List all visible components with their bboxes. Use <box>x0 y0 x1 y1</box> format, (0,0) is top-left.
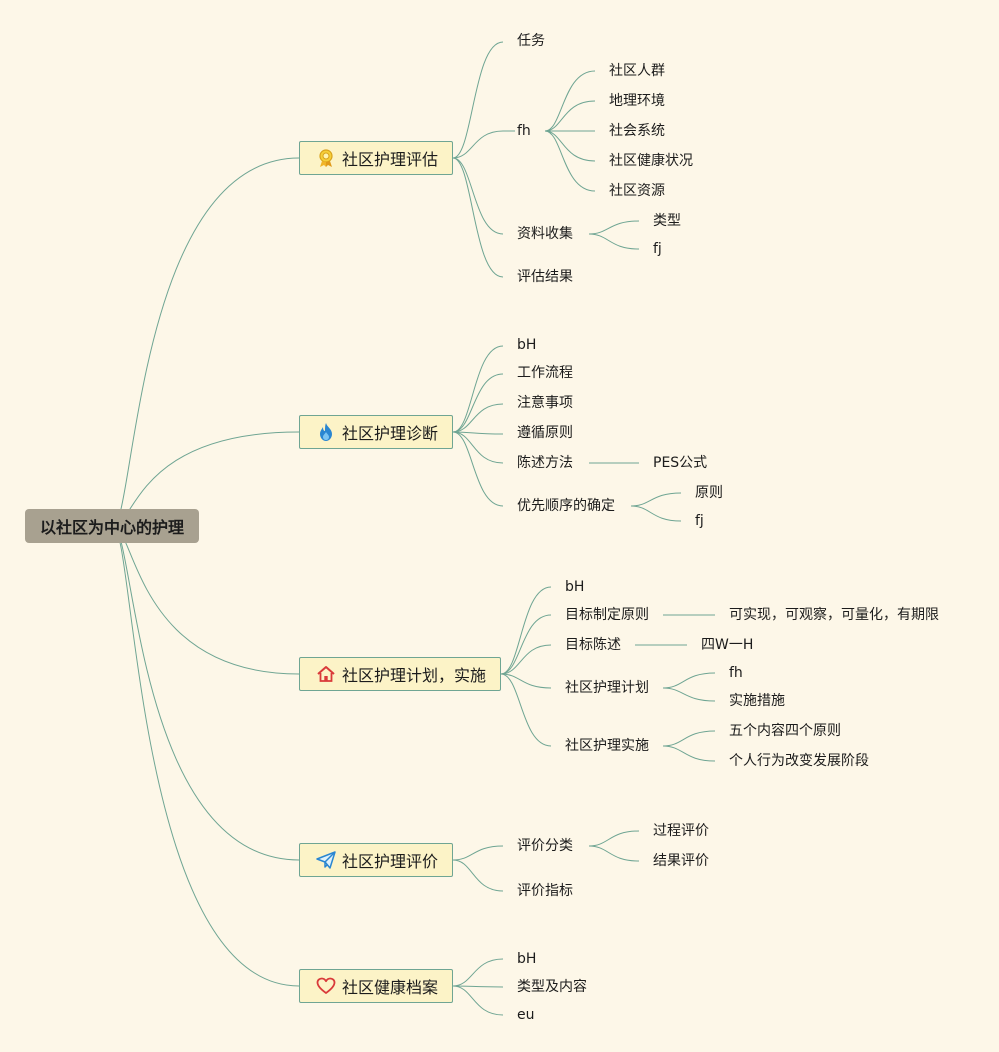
connector-line <box>662 687 716 702</box>
leaf-topic[interactable]: 过程评价 <box>653 823 709 839</box>
leaf-topic[interactable]: 社区健康状况 <box>609 153 693 169</box>
connector-line <box>588 220 640 235</box>
leaf-topic[interactable]: fh <box>729 665 743 681</box>
connector-line <box>630 505 682 522</box>
subtopic[interactable]: bH <box>517 337 537 353</box>
connector-line <box>588 830 640 847</box>
connector-line <box>630 492 682 507</box>
connector-line <box>452 958 504 987</box>
leaf-topic[interactable]: 四W一H <box>701 637 754 653</box>
leaf-topic[interactable]: 可实现，可观察，可量化，有期限 <box>729 607 939 623</box>
subtopic[interactable]: fh <box>517 123 531 139</box>
subtopic[interactable]: 工作流程 <box>517 365 573 381</box>
branch-label: 社区健康档案 <box>342 978 439 997</box>
connector-line <box>452 157 504 235</box>
subtopic[interactable]: 目标陈述 <box>565 637 621 653</box>
leaf-topic[interactable]: 类型 <box>653 213 681 229</box>
subtopic[interactable]: bH <box>565 579 585 595</box>
connector-line <box>500 644 552 675</box>
connector-line <box>452 403 504 433</box>
branch-label: 社区护理评估 <box>342 150 439 169</box>
leaf-topic[interactable]: 社会系统 <box>609 123 665 139</box>
connector-line <box>452 431 504 435</box>
subtopic[interactable]: 陈述方法 <box>517 455 573 471</box>
connector-line <box>112 525 300 987</box>
leaf-topic[interactable]: 社区资源 <box>609 183 665 199</box>
connector-line <box>500 673 552 747</box>
leaf-topic[interactable]: 实施措施 <box>729 693 785 709</box>
paper-plane-icon <box>316 850 336 870</box>
branch-topic[interactable]: 社区健康档案 <box>299 969 453 1003</box>
subtopic[interactable]: 评价指标 <box>517 883 573 899</box>
flame-icon <box>316 422 336 442</box>
leaf-topic[interactable]: 原则 <box>695 485 723 501</box>
connector-line <box>112 157 300 527</box>
leaf-topic[interactable]: 地理环境 <box>609 93 665 109</box>
connector-line <box>544 70 596 132</box>
award-ribbon-icon <box>316 148 336 168</box>
connector-line <box>112 525 300 675</box>
house-icon <box>316 664 336 684</box>
subtopic[interactable]: bH <box>517 951 537 967</box>
connector-line <box>452 859 504 892</box>
connector-line <box>662 745 716 762</box>
subtopic[interactable]: 评估结果 <box>517 269 573 285</box>
leaf-topic[interactable]: 社区人群 <box>609 63 665 79</box>
connector-line <box>452 130 504 159</box>
branch-topic[interactable]: 社区护理计划，实施 <box>299 657 501 691</box>
branch-topic[interactable]: 社区护理诊断 <box>299 415 453 449</box>
leaf-topic[interactable]: fj <box>653 241 662 257</box>
leaf-topic[interactable]: 个人行为改变发展阶段 <box>729 753 869 769</box>
connector-line <box>500 586 552 675</box>
connector-line <box>452 845 504 861</box>
connector-line <box>662 672 716 689</box>
connector-line <box>500 614 552 675</box>
connector-line <box>452 345 504 433</box>
connector-line <box>452 373 504 433</box>
connector-line <box>452 431 504 464</box>
branch-label: 社区护理诊断 <box>342 424 439 443</box>
connector-line <box>500 673 552 689</box>
connector-line <box>452 41 504 159</box>
connector-line <box>662 730 716 747</box>
leaf-topic[interactable]: PES公式 <box>653 455 708 471</box>
connector-line <box>544 100 596 132</box>
subtopic[interactable]: eu <box>517 1007 535 1023</box>
branch-label: 社区护理计划，实施 <box>342 666 487 685</box>
connector-line <box>112 525 300 861</box>
subtopic[interactable]: 任务 <box>517 33 545 49</box>
subtopic[interactable]: 遵循原则 <box>517 425 573 441</box>
subtopic[interactable]: 类型及内容 <box>517 979 587 995</box>
connector-line <box>452 985 504 988</box>
connector-line <box>452 431 504 507</box>
leaf-topic[interactable]: fj <box>695 513 704 529</box>
branch-topic[interactable]: 社区护理评价 <box>299 843 453 877</box>
subtopic[interactable]: 评价分类 <box>517 838 573 854</box>
subtopic[interactable]: 社区护理计划 <box>565 680 649 696</box>
branch-topic[interactable]: 社区护理评估 <box>299 141 453 175</box>
leaf-topic[interactable]: 结果评价 <box>653 853 709 869</box>
connector-line <box>588 845 640 862</box>
root-topic[interactable]: 以社区为中心的护理 <box>25 509 199 543</box>
subtopic[interactable]: 注意事项 <box>517 395 573 411</box>
connector-line <box>544 130 596 192</box>
connector-line <box>588 233 640 250</box>
subtopic[interactable]: 优先顺序的确定 <box>517 498 615 514</box>
subtopic[interactable]: 社区护理实施 <box>565 738 649 754</box>
subtopic[interactable]: 目标制定原则 <box>565 607 649 623</box>
heart-icon <box>316 976 336 996</box>
connector-line <box>452 157 504 278</box>
leaf-topic[interactable]: 五个内容四个原则 <box>729 723 841 739</box>
connector-line <box>452 985 504 1016</box>
subtopic[interactable]: 资料收集 <box>517 226 573 242</box>
branch-label: 社区护理评价 <box>342 852 439 871</box>
